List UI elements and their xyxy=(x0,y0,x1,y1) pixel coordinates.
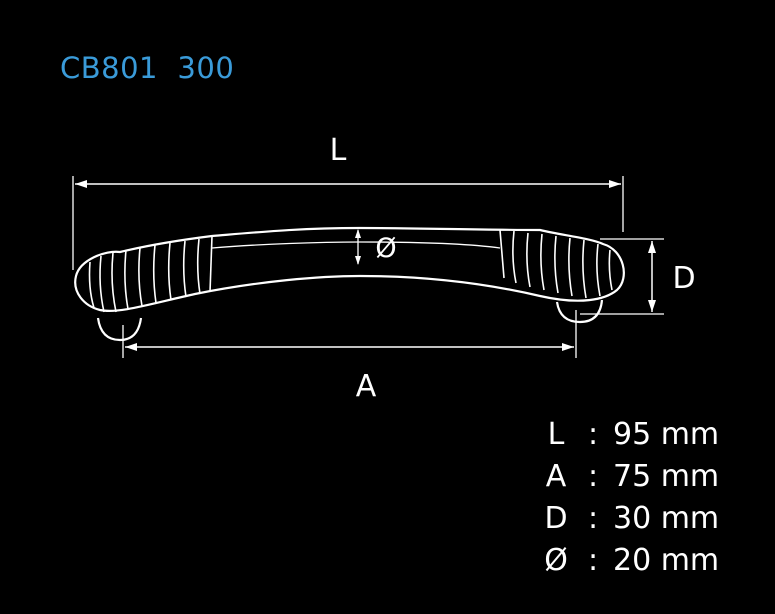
spec-separator: : xyxy=(587,417,599,452)
spec-row-diameter: Ø : 20 mm xyxy=(539,540,719,582)
spec-row-l: L : 95 mm xyxy=(539,414,720,456)
handle-outline xyxy=(74,226,625,342)
dimension-a: A xyxy=(122,310,577,404)
spec-symbol: A xyxy=(545,459,567,494)
spec-separator: : xyxy=(587,543,599,578)
spec-value: 30 mm xyxy=(613,501,720,536)
spec-table: L : 95 mm A : 75 mm D : 30 mm Ø : 20 mm xyxy=(539,414,719,582)
spec-symbol: D xyxy=(544,501,568,536)
dimension-d: D xyxy=(580,238,696,315)
spec-separator: : xyxy=(587,459,599,494)
dimension-l: L xyxy=(72,133,624,270)
model-title: CB801 300 xyxy=(60,51,235,85)
label-a: A xyxy=(356,369,377,404)
spec-value: 75 mm xyxy=(613,459,720,494)
label-l: L xyxy=(330,133,347,168)
spec-row-d: D : 30 mm xyxy=(539,498,719,540)
label-diameter: Ø xyxy=(375,233,396,264)
dimension-diameter: Ø xyxy=(355,229,397,265)
spec-symbol: Ø xyxy=(544,543,568,578)
spec-symbol: L xyxy=(547,417,565,452)
spec-row-a: A : 75 mm xyxy=(539,456,719,498)
spec-separator: : xyxy=(587,501,599,536)
spec-value: 20 mm xyxy=(613,543,720,578)
label-d: D xyxy=(672,261,695,296)
spec-value: 95 mm xyxy=(613,417,720,452)
